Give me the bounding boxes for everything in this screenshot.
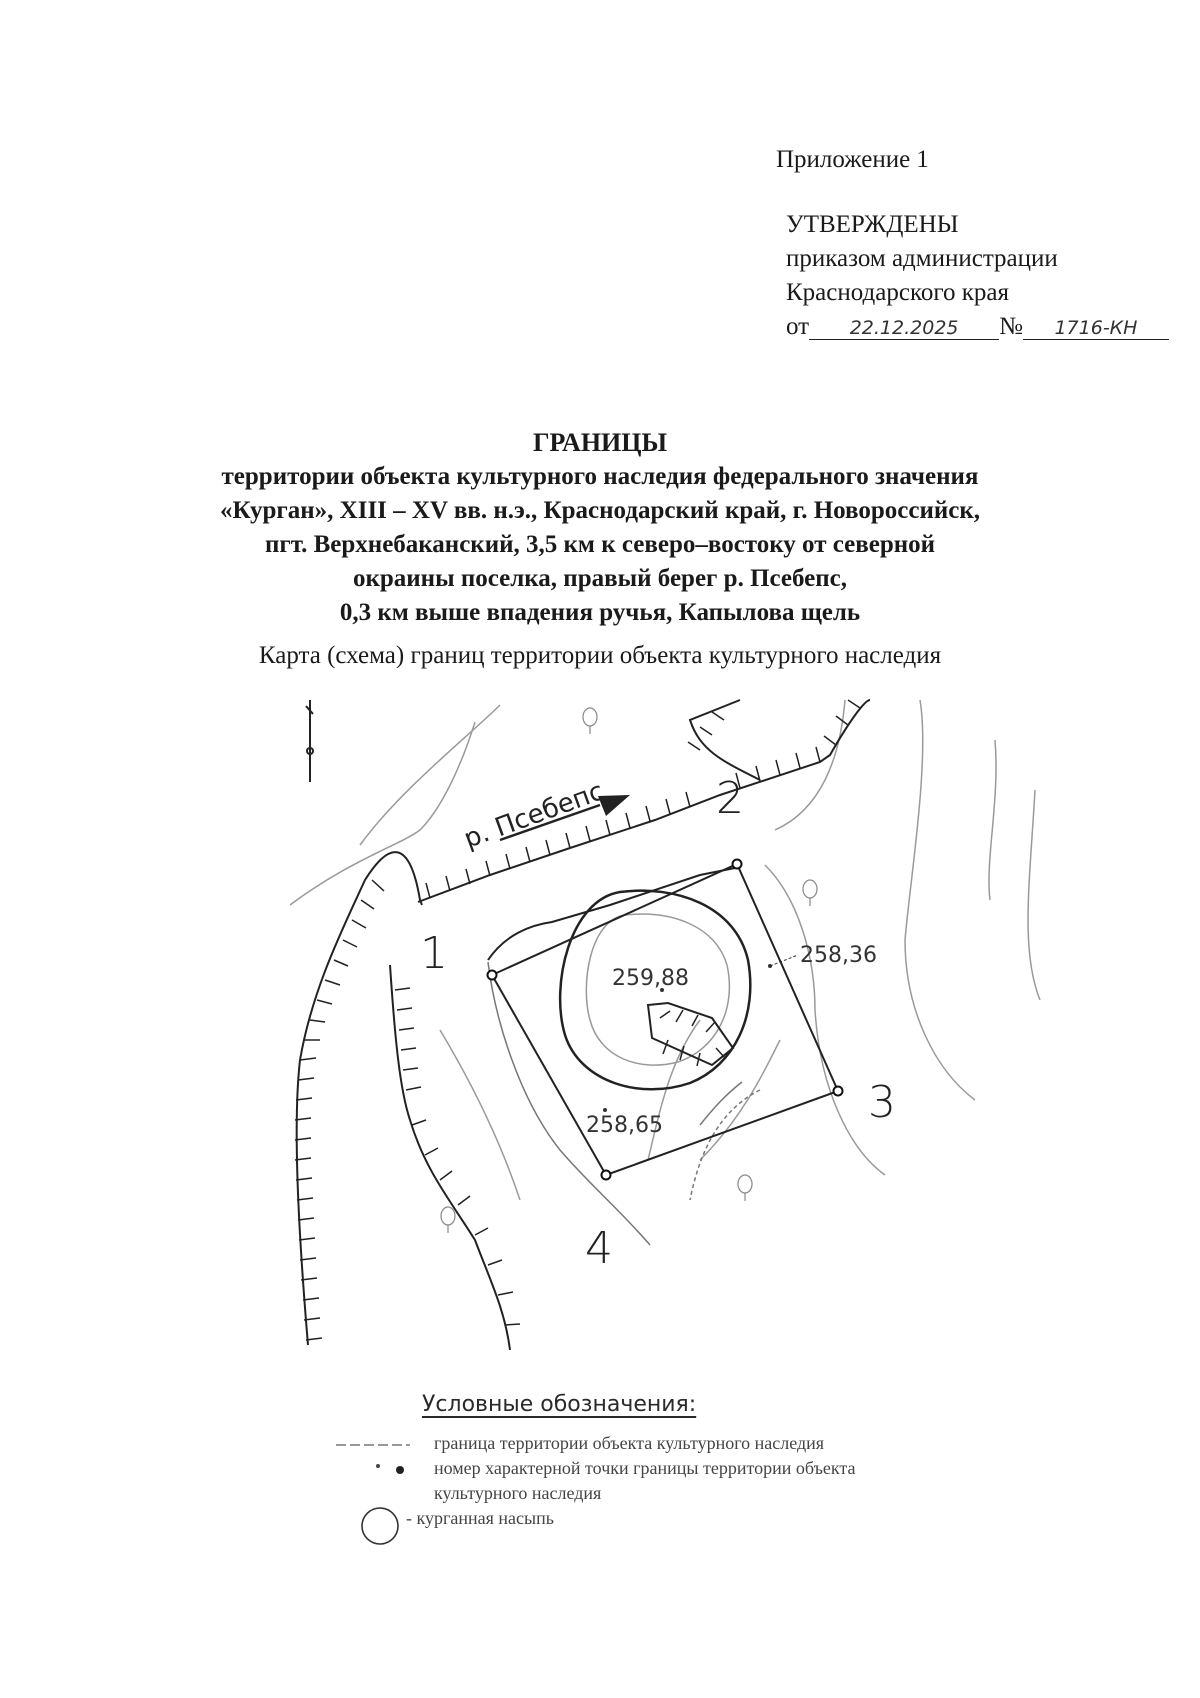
- map-legend: Условные обозначения: граница территории…: [330, 1392, 1030, 1546]
- point-label-1: 1: [420, 928, 448, 979]
- kurgan-mound: [558, 889, 752, 1091]
- elevation-label: 258,65: [586, 1113, 663, 1138]
- handwritten-date: 22.12.2025: [809, 317, 1000, 340]
- approved-label: УТВЕРЖДЕНЫ: [786, 211, 959, 238]
- date-prefix: от: [786, 313, 810, 340]
- order-label: приказом администрации: [786, 245, 1058, 272]
- legend-item: культурного наследия: [330, 1481, 1030, 1506]
- point-marker-icon: [376, 1464, 404, 1474]
- river-bank-escarpment: [295, 699, 871, 1351]
- title-line: территории объекта культурного наследия …: [221, 463, 979, 490]
- contour-lines: [289, 699, 1041, 1201]
- legend-item: граница территории объекта культурного н…: [330, 1431, 1030, 1456]
- title-line: окраины поселка, правый берег р. Псебепс…: [352, 565, 848, 592]
- handwritten-number: 1716-КН: [1022, 317, 1169, 340]
- boundary-point-marker: [832, 1085, 844, 1097]
- title-heading: ГРАНИЦЫ: [532, 428, 668, 457]
- legend-item: номер характерной точки границы территор…: [330, 1456, 1030, 1481]
- point-label-2: 2: [716, 773, 744, 824]
- boundary-point-marker: [486, 969, 498, 981]
- title-line: пгт. Верхнебаканский, 3,5 км к северо–во…: [264, 531, 936, 558]
- north-arrow-icon: [305, 700, 314, 782]
- elevation-markers: [603, 964, 772, 1112]
- mound-circle-icon: [361, 1507, 399, 1545]
- point-label-4: 4: [585, 1223, 613, 1274]
- annex-label: Приложение 1: [776, 146, 929, 173]
- title-line: 0,3 км выше впадения ручья, Капылова щел…: [339, 599, 861, 626]
- legend-text: граница территории объекта культурного н…: [434, 1433, 825, 1453]
- legend-text: культурного наследия: [434, 1483, 602, 1503]
- mound-hatch: [659, 1009, 726, 1067]
- map-caption: Карта (схема) границ территории объекта …: [258, 642, 942, 669]
- document-title: ГРАНИЦЫ территории объекта культурного н…: [0, 426, 1200, 630]
- boundary-point-marker: [600, 1169, 612, 1181]
- territory-boundary: [486, 858, 844, 1181]
- boundary-map: р. Псебепс 1 2 3 4 259,88 258,36 258,65: [289, 699, 1041, 1351]
- legend-text: - курганная насыпь: [406, 1508, 554, 1528]
- point-label-3: 3: [868, 1077, 896, 1128]
- number-sign: №: [999, 313, 1023, 340]
- legend-title: Условные обозначения:: [422, 1392, 697, 1417]
- river-flow-arrow-icon: [499, 795, 630, 842]
- elevation-label: 259,88: [612, 966, 689, 991]
- region-label: Краснодарского края: [786, 279, 1009, 306]
- approval-block: УТВЕРЖДЕНЫ приказом администрации Красно…: [786, 208, 1169, 344]
- boundary-point-marker: [731, 858, 743, 870]
- legend-item: - курганная насыпь: [330, 1506, 1030, 1546]
- escarpment-ticks: [294, 699, 861, 1341]
- dashed-line-icon: [336, 1444, 410, 1446]
- title-line: «Курган», XIII – XV вв. н.э., Краснодарс…: [220, 497, 980, 524]
- terrain-lines: [487, 961, 761, 1246]
- legend-text: номер характерной точки границы территор…: [434, 1458, 856, 1478]
- elevation-label: 258,36: [800, 943, 877, 968]
